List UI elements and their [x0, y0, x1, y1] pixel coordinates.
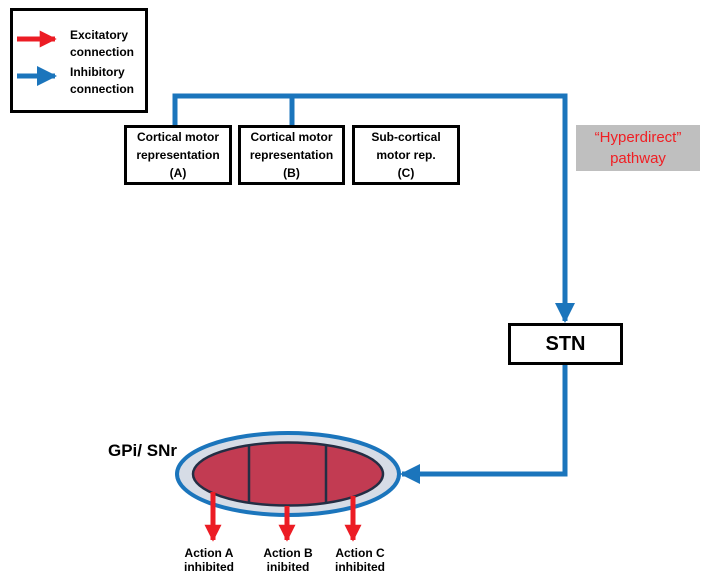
gpi-snr-label: GPi/ SNr	[108, 441, 177, 460]
stn-box: STN	[508, 323, 623, 365]
box-a-line3: (A)	[169, 166, 187, 180]
box-a-line1: Cortical motor	[136, 130, 219, 144]
action-a-label: Action A inhibited	[164, 546, 254, 574]
box-b-line1: Cortical motor	[250, 130, 333, 144]
legend-box	[10, 8, 148, 113]
hyperdirect-pathway-label: “Hyperdirect” pathway	[576, 125, 700, 171]
action-a-line2: inhibited	[184, 560, 234, 574]
legend-excitatory-label: Excitatory connection	[70, 27, 134, 61]
legend-inhibitory-line1: Inhibitory	[70, 65, 125, 79]
legend-excitatory-line2: connection	[70, 45, 135, 59]
box-c-line3: (C)	[397, 166, 415, 180]
connector-stn-to-gpi	[400, 365, 568, 484]
action-b-label: Action B inibited	[243, 546, 333, 574]
action-c-label: Action C inhibited	[315, 546, 405, 574]
box-b-line3: (B)	[283, 166, 300, 180]
box-subcortical-motor-c: Sub-cortical motor rep. (C)	[352, 125, 460, 185]
box-c-line2: motor rep.	[376, 148, 436, 162]
pathway-label-line1: “Hyperdirect”	[594, 129, 682, 146]
action-a-line1: Action A	[184, 546, 234, 560]
legend-inhibitory-label: Inhibitory connection	[70, 64, 134, 98]
legend-excitatory-line1: Excitatory	[70, 28, 129, 42]
action-c-line2: inhibited	[335, 560, 385, 574]
box-a-line2: representation	[136, 148, 220, 162]
legend-inhibitory-line2: connection	[70, 82, 135, 96]
box-c-line1: Sub-cortical	[371, 130, 441, 144]
action-b-line1: Action B	[263, 546, 313, 560]
action-b-line2: inibited	[266, 560, 310, 574]
gpi-snr-inner-ellipse	[191, 441, 385, 507]
stn-label: STN	[545, 332, 586, 355]
connector-cortex-to-stn	[172, 93, 575, 323]
box-cortical-motor-a: Cortical motor representation (A)	[124, 125, 232, 185]
pathway-label-line2: pathway	[610, 150, 666, 167]
box-b-line2: representation	[249, 148, 334, 162]
action-c-line1: Action C	[335, 546, 385, 560]
box-cortical-motor-b: Cortical motor representation (B)	[238, 125, 345, 185]
